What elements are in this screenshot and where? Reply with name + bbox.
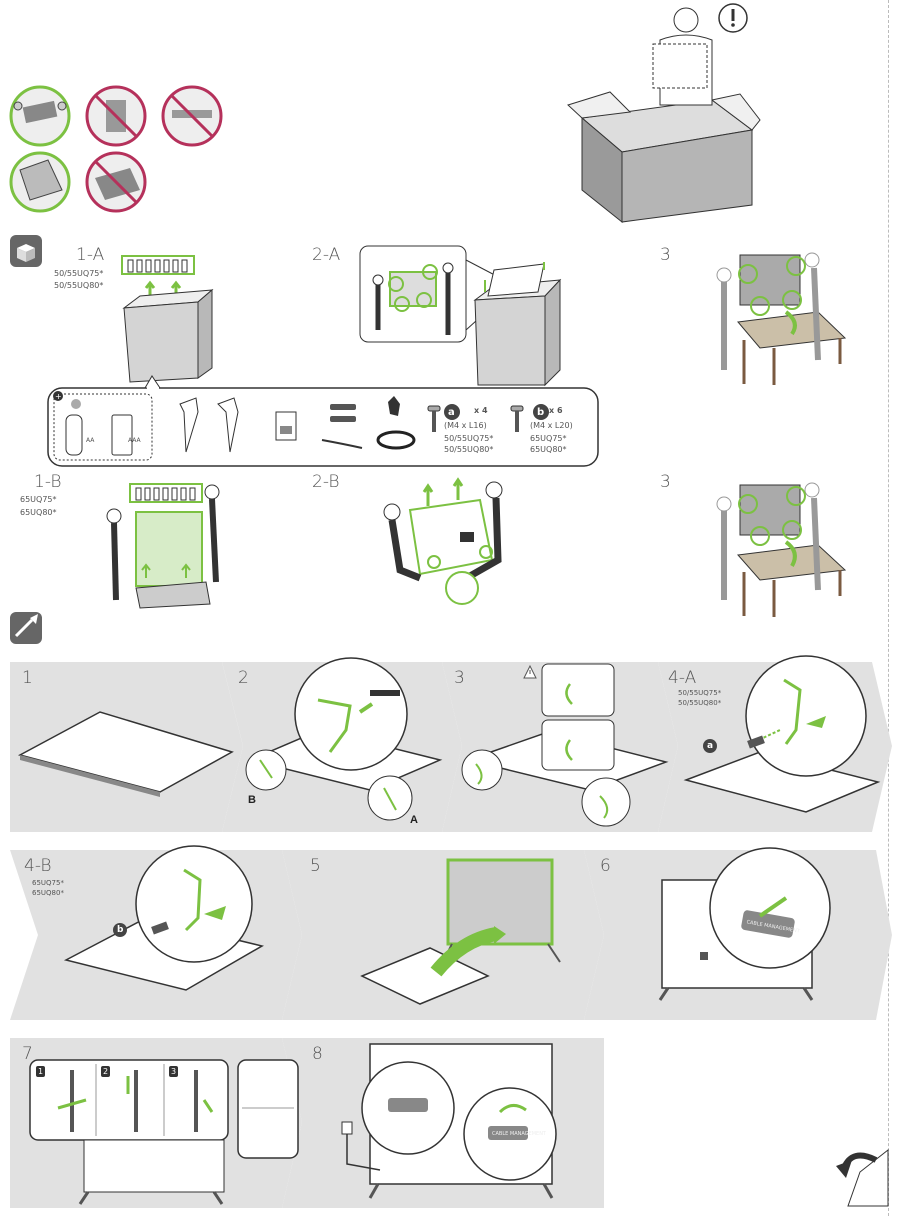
step-1b-model-2: 65UQ80* (20, 508, 57, 517)
assembly-step-4b-screw-letter: b (117, 925, 124, 935)
step-1b-illustration (106, 483, 220, 609)
assembly-step-2-stand-a: A (410, 814, 418, 826)
handling-dont-flat-carry-icon (161, 85, 223, 147)
screw-a-icon (427, 404, 460, 432)
assembly-step-7-illustration (29, 1059, 299, 1205)
step-1b-label: 1-B (34, 472, 62, 492)
screw-a-size: (M4 x L16) (444, 421, 487, 430)
assembly-step-1-illustration (17, 711, 234, 797)
parts-list-panel: + (47, 375, 599, 467)
step-1a-illustration (121, 255, 214, 383)
step-3a-label: 3 (660, 245, 671, 265)
assembly-step-5-illustration (360, 858, 561, 1005)
screw-a-qty: x 4 (474, 406, 488, 415)
assembly-step-8-illustration (341, 1043, 557, 1199)
screw-a-model-1: 50/55UQ75* (444, 434, 494, 443)
assembly-step-1-label: 1 (22, 668, 33, 688)
assembly-step-4a-model-1: 50/55UQ75* (678, 689, 722, 697)
step-1a-model-1: 50/55UQ75* (54, 269, 104, 278)
assembly-step-4a-model-2: 50/55UQ80* (678, 699, 722, 707)
assembly-step-6-label: 6 (600, 856, 611, 876)
screw-a-model-2: 50/55UQ80* (444, 445, 494, 454)
assembly-step-4a-illustration (683, 655, 881, 813)
box-icon (10, 235, 42, 267)
assembly-step-7-sub-1: 1 (36, 1066, 46, 1077)
screw-b-size: (M4 x L20) (530, 421, 573, 430)
step-2b-illustration (383, 477, 503, 605)
step-2a-label: 2-A (312, 245, 341, 265)
assembly-step-4a-label: 4-A (668, 668, 697, 688)
brush-icon (10, 612, 42, 644)
assembly-step-3-illustration (461, 663, 669, 827)
handling-do-grip-icon (9, 151, 71, 213)
page-turn-icon (836, 1148, 889, 1207)
step-1a-model-2: 50/55UQ80* (54, 281, 104, 290)
assembly-step-3-label: 3 (454, 668, 465, 688)
assembly-step-4b-model-1: 65UQ75* (32, 879, 64, 887)
screw-b-model-2: 65UQ80* (530, 445, 567, 454)
fold-line (888, 0, 889, 1216)
remote-battery-aa: AA (86, 437, 95, 444)
warning-icon (523, 664, 537, 679)
assembly-step-7-sub-3: 3 (169, 1066, 179, 1077)
assembly-step-2-illustration (245, 657, 443, 821)
step-1a-label: 1-A (76, 245, 105, 265)
assembly-step-2-stand-b: B (248, 794, 256, 806)
screw-b-letter: b (537, 407, 545, 418)
assembly-step-4b-model-2: 65UQ80* (32, 889, 64, 897)
assembly-step-8-label: 8 (312, 1044, 323, 1064)
assembly-step-5-label: 5 (310, 856, 321, 876)
handling-do-two-people-icon (9, 85, 71, 147)
step-1b-model-1: 65UQ75* (20, 495, 57, 504)
step-3b-illustration (716, 482, 847, 617)
assembly-step-4a-screw-letter: a (707, 741, 714, 751)
screw-b-icon (510, 404, 549, 432)
screw-a-letter: a (448, 407, 455, 418)
assembly-step-6-illustration (658, 847, 831, 1001)
svg-text:+: + (55, 392, 62, 401)
assembly-step-4b-illustration (63, 845, 264, 991)
assembly-step-8-clip-text: CABLE MANAGEMENT (492, 1131, 546, 1137)
step-2a-illustration (359, 245, 562, 387)
assembly-step-7-label: 7 (22, 1044, 33, 1064)
step-3b-label: 3 (660, 472, 671, 492)
remote-battery-aaa: AAA (128, 437, 141, 444)
screw-b-qty: x 6 (549, 406, 563, 415)
open-box-illustration (567, 3, 761, 224)
step-3a-illustration (716, 252, 847, 385)
assembly-step-7-sub-2: 2 (101, 1066, 111, 1077)
step-2b-label: 2-B (312, 472, 340, 492)
assembly-step-4b-label: 4-B (24, 856, 52, 876)
screw-b-model-1: 65UQ75* (530, 434, 567, 443)
assembly-step-2-label: 2 (238, 668, 249, 688)
handling-dont-press-screen-icon (85, 151, 147, 213)
handling-dont-one-person-icon (85, 85, 147, 147)
